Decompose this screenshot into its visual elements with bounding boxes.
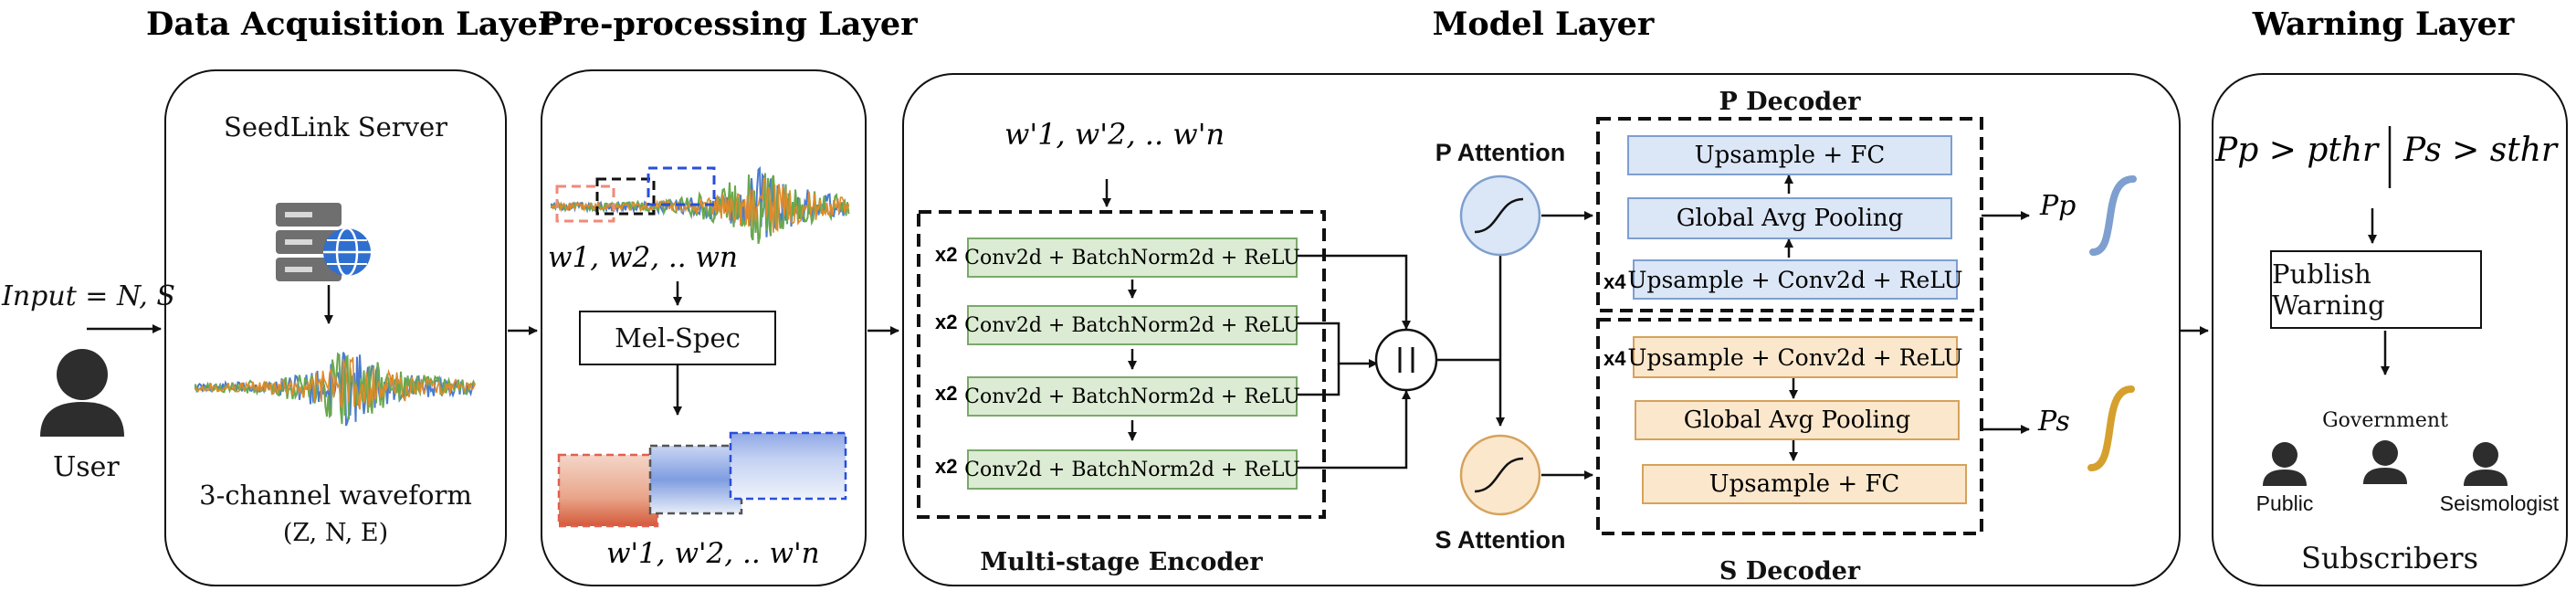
- government-person-icon: [2363, 440, 2407, 484]
- p-decoder-block-upsample-fc: Upsample + FC: [1627, 135, 1952, 175]
- seismologist-label: Seismologist: [2439, 491, 2560, 515]
- melspec-box: Mel-Spec: [579, 311, 776, 365]
- waveform-label: 3-channel waveform: [199, 480, 472, 511]
- spectrogram-stack: [557, 431, 847, 528]
- title-preprocessing: Pre-processing Layer: [539, 5, 918, 43]
- encoder-repeat-2: x2: [935, 311, 958, 333]
- s-decoder-frame: [1596, 318, 1983, 535]
- s-threshold-condition: Ps > sthr: [2403, 132, 2558, 169]
- s-decoder-title: S Decoder: [1719, 557, 1861, 586]
- p-attention-node: [1459, 174, 1541, 257]
- s-decoder-block-gap: Global Avg Pooling: [1635, 400, 1960, 440]
- user-label: User: [53, 451, 120, 483]
- s-attention-label: S Attention: [1435, 526, 1566, 554]
- s-attention-node: [1459, 434, 1541, 516]
- preprocessing-output-label: w'1, w'2, .. w'n: [606, 537, 820, 570]
- encoder-repeat-4: x2: [935, 455, 958, 478]
- encoder-block-3: Conv2d + BatchNorm2d + ReLU: [964, 376, 1300, 417]
- publish-warning-box: Publish Warning: [2270, 250, 2482, 329]
- panel-data-acquisition: [164, 69, 507, 586]
- seedlink-server-label: SeedLink Server: [223, 111, 448, 142]
- p-output-curve: [2089, 175, 2137, 256]
- input-label: Input = N, S: [2, 280, 175, 312]
- user-icon: [40, 349, 124, 437]
- p-decoder-frame: [1596, 117, 1983, 312]
- melspec-label: Mel-Spec: [615, 322, 741, 354]
- encoder-title: Multi-stage Encoder: [980, 548, 1263, 576]
- p-output-label: Pp: [2040, 190, 2077, 222]
- title-model: Model Layer: [1432, 5, 1655, 43]
- channels-label: (Z, N, E): [282, 519, 389, 547]
- p-attention-label: P Attention: [1435, 139, 1566, 166]
- p-decoder-repeat: x4: [1603, 270, 1626, 293]
- s-output-label: Ps: [2038, 406, 2070, 438]
- p-decoder-title: P Decoder: [1719, 88, 1861, 116]
- encoder-frame: [917, 210, 1326, 519]
- p-decoder-block-upsample-conv: Upsample + Conv2d + ReLU: [1627, 259, 1963, 300]
- waveform-acquisition: [195, 352, 476, 427]
- encoder-repeat-1: x2: [935, 243, 958, 266]
- model-input-label: w'1, w'2, .. w'n: [1004, 117, 1225, 152]
- public-person-icon: [2263, 442, 2307, 486]
- title-data-acquisition: Data Acquisition Layer: [146, 5, 555, 43]
- p-decoder-block-gap: Global Avg Pooling: [1627, 197, 1952, 239]
- concat-node: [1374, 328, 1438, 392]
- p-threshold-condition: Pp > pthr: [2215, 132, 2379, 169]
- encoder-repeat-3: x2: [935, 382, 958, 405]
- windows-label: w1, w2, .. wn: [548, 241, 738, 274]
- publish-warning-label: Publish Warning: [2272, 259, 2385, 321]
- s-decoder-repeat: x4: [1603, 347, 1626, 370]
- s-decoder-block-upsample-conv: Upsample + Conv2d + ReLU: [1627, 336, 1963, 378]
- seismologist-person-icon: [2464, 442, 2508, 486]
- s-decoder-block-upsample-fc: Upsample + FC: [1642, 464, 1967, 504]
- encoder-block-1: Conv2d + BatchNorm2d + ReLU: [964, 237, 1300, 278]
- subscribers-label: Subscribers: [2300, 541, 2479, 575]
- s-output-curve: [2087, 385, 2135, 471]
- public-label: Public: [2255, 491, 2314, 515]
- encoder-block-2: Conv2d + BatchNorm2d + ReLU: [964, 305, 1300, 345]
- globe-icon: [323, 227, 371, 278]
- government-label: Government: [2322, 409, 2448, 432]
- waveform-preprocessing: [551, 165, 850, 245]
- encoder-block-4: Conv2d + BatchNorm2d + ReLU: [964, 449, 1300, 490]
- title-warning: Warning Layer: [2252, 5, 2515, 43]
